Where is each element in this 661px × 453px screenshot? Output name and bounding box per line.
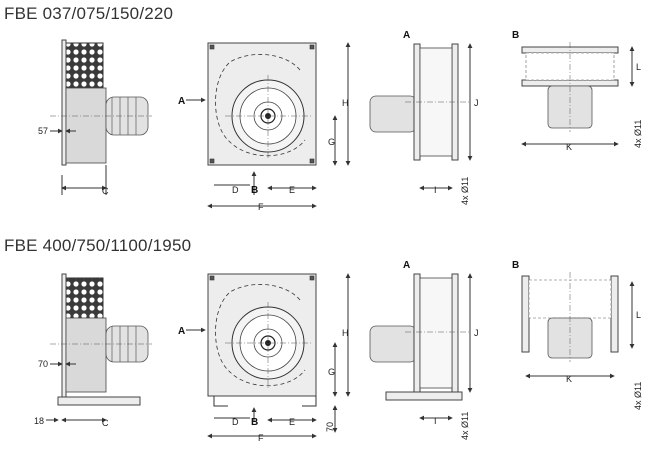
holes-label-b: 4x Ø11 xyxy=(633,120,643,148)
side-view-2: C 18 70 xyxy=(34,273,152,428)
section-title-1: FBE 037/075/150/220 xyxy=(4,4,174,23)
front-view-1: A B D E F G H xyxy=(178,42,351,212)
label-f: F xyxy=(258,202,264,212)
label-g: G xyxy=(328,137,335,147)
front-view-2: A B D E F G H 70 xyxy=(178,273,351,443)
label-l: L xyxy=(636,62,641,72)
view-b-2: B L K 4x Ø11 xyxy=(512,260,643,410)
label-c: C xyxy=(102,418,109,428)
dim-side-offset: 57 xyxy=(38,126,48,136)
label-f: F xyxy=(258,433,264,443)
view-a-title: A xyxy=(403,30,410,41)
arrow-b-label: B xyxy=(251,185,258,196)
label-d: D xyxy=(232,417,239,427)
label-h: H xyxy=(342,328,349,338)
view-a-title: A xyxy=(403,260,410,271)
label-l: L xyxy=(636,310,641,320)
label-d: D xyxy=(232,185,239,195)
holes-label-a: 4x Ø11 xyxy=(460,412,470,440)
fan-housing-side xyxy=(65,317,107,393)
holes-label-a: 4x Ø11 xyxy=(460,177,470,205)
label-k: K xyxy=(566,142,572,152)
label-h: H xyxy=(342,98,349,108)
arrow-b-label: B xyxy=(251,417,258,428)
feet xyxy=(213,396,317,407)
label-c: C xyxy=(102,186,109,196)
holes-label-b: 4x Ø11 xyxy=(633,382,643,410)
view-b-title: B xyxy=(512,260,519,271)
base-frame xyxy=(57,396,141,406)
dim-foot-height: 70 xyxy=(325,422,335,432)
label-e: E xyxy=(289,417,295,427)
fan-housing-side xyxy=(65,87,107,164)
view-b-1: B L K 4x Ø11 xyxy=(512,30,643,152)
label-k: K xyxy=(566,374,572,384)
view-a-1: A J I 4x Ø11 xyxy=(369,30,479,205)
label-i: I xyxy=(434,416,437,426)
label-e: E xyxy=(289,185,295,195)
label-g: G xyxy=(328,367,335,377)
dim-side-offset: 70 xyxy=(38,359,48,369)
row-2: C 18 70 A xyxy=(34,260,643,443)
view-b-title: B xyxy=(512,30,519,41)
section-title-2: FBE 400/750/1100/1950 xyxy=(4,236,192,255)
row-1: C 57 A B xyxy=(38,30,643,212)
view-a-2: A J I 4x Ø11 xyxy=(369,260,479,440)
dim-base: 18 xyxy=(34,416,44,426)
label-i: I xyxy=(434,185,437,195)
label-j: J xyxy=(474,98,479,108)
side-view-1: C 57 xyxy=(38,39,152,196)
arrow-a-label: A xyxy=(178,326,185,337)
label-j: J xyxy=(474,328,479,338)
arrow-a-label: A xyxy=(178,96,185,107)
